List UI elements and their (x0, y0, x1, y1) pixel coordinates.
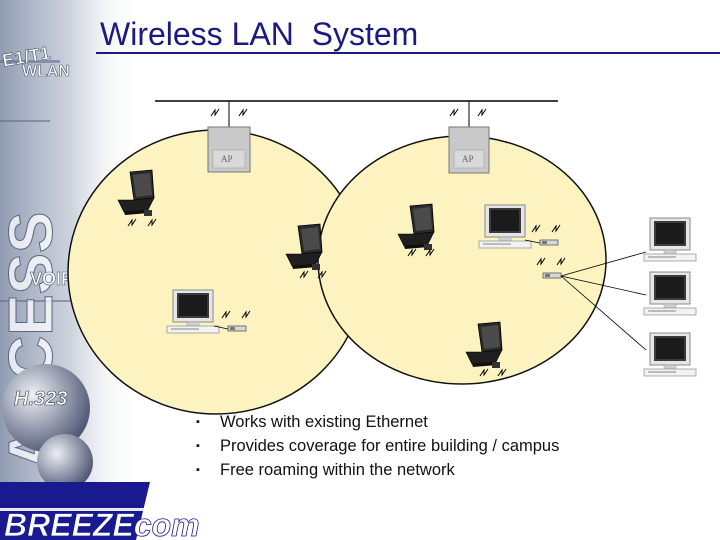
access-point-1: AP (207, 108, 251, 173)
wired-link (560, 275, 647, 351)
bullet-text: Provides coverage for entire building / … (220, 437, 560, 455)
ap-label: AP (221, 154, 233, 164)
bullet-text: Works with existing Ethernet (220, 413, 428, 431)
bullet-item: ▪ Free roaming within the network (196, 458, 559, 482)
wired-link (560, 251, 647, 277)
bullet-marker: ▪ (196, 440, 200, 452)
ap-label: AP (462, 154, 474, 164)
sidebar-word-voip: VOIP (30, 269, 73, 289)
access-point-2: AP (448, 108, 490, 174)
desktop-computer-icon (478, 204, 532, 249)
wired-link (560, 275, 647, 296)
desktop-computer-icon (643, 217, 697, 262)
feature-bullet-list: ▪ Works with existing Ethernet ▪ Provides … (196, 410, 559, 482)
desktop-computer-icon (166, 289, 220, 334)
bullet-marker: ▪ (196, 416, 200, 428)
slide-title: Wireless LAN System (100, 16, 419, 52)
breezecom-logo: BREEZEcom (0, 482, 200, 540)
sidebar-word-wlan: WLAN (22, 63, 70, 80)
sidebar-sphere (2, 364, 90, 452)
sidebar-word-h323: H.323 (14, 388, 67, 410)
bullet-text: Free roaming within the network (220, 461, 455, 479)
desktop-computer-icon (643, 271, 697, 316)
title-underline (96, 52, 720, 54)
bullet-item: ▪ Works with existing Ethernet (196, 410, 559, 434)
desktop-computer-icon (643, 332, 697, 377)
logo-text: BREEZEcom (4, 507, 200, 540)
bullet-item: ▪ Provides coverage for entire building /… (196, 434, 559, 458)
bullet-marker: ▪ (196, 464, 200, 476)
adapter-cable (213, 325, 229, 330)
sidebar-sphere-small (37, 434, 93, 490)
adapter-cable (524, 239, 541, 244)
